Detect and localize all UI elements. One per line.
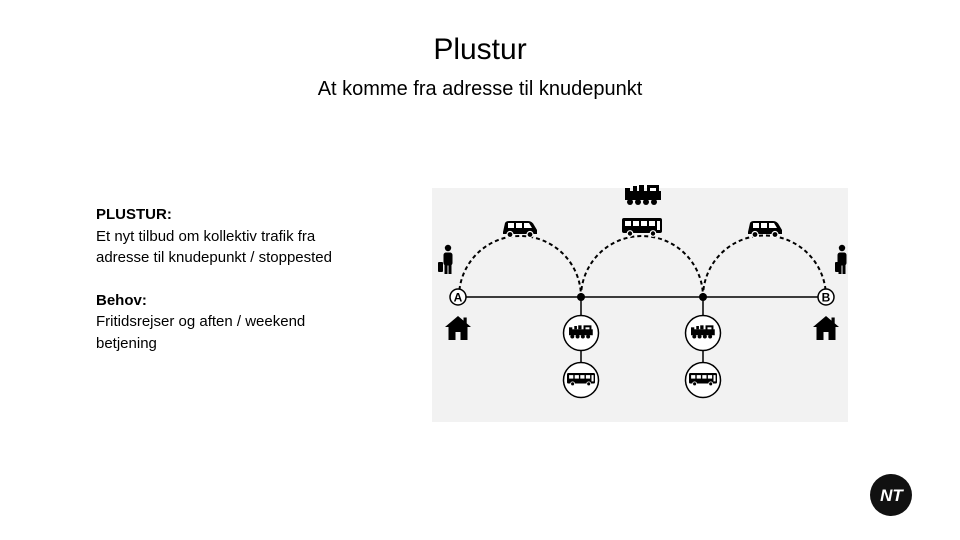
route-arc-2	[580, 235, 704, 298]
route-arc-3	[702, 234, 827, 298]
start-point-label: A	[454, 291, 463, 305]
text-spacer	[96, 269, 356, 290]
end-point-marker	[817, 288, 835, 306]
plustur-diagram: A B	[432, 185, 848, 422]
slide-title: Plustur	[433, 33, 527, 66]
bag-icon	[438, 262, 443, 272]
behov-heading: Behov:	[96, 291, 147, 309]
bag-icon	[835, 262, 840, 272]
logo-icon: NT	[870, 474, 912, 516]
behov-description: Fritidsrejser og aften / weekend betjeni…	[96, 313, 306, 352]
slide-subtitle: At komme fra adresse til knudepunkt	[317, 78, 643, 100]
route-arc-1	[458, 235, 582, 298]
logo-text: NT	[880, 486, 904, 505]
end-point-label: B	[822, 291, 831, 305]
text-block: PLUSTUR: Et nyt tilbud om kollektiv traf…	[96, 204, 356, 354]
plustur-description: Et nyt tilbud om kollektiv trafik fra ad…	[96, 227, 332, 267]
start-point-marker	[449, 288, 467, 306]
plustur-heading: PLUSTUR:	[96, 206, 172, 223]
